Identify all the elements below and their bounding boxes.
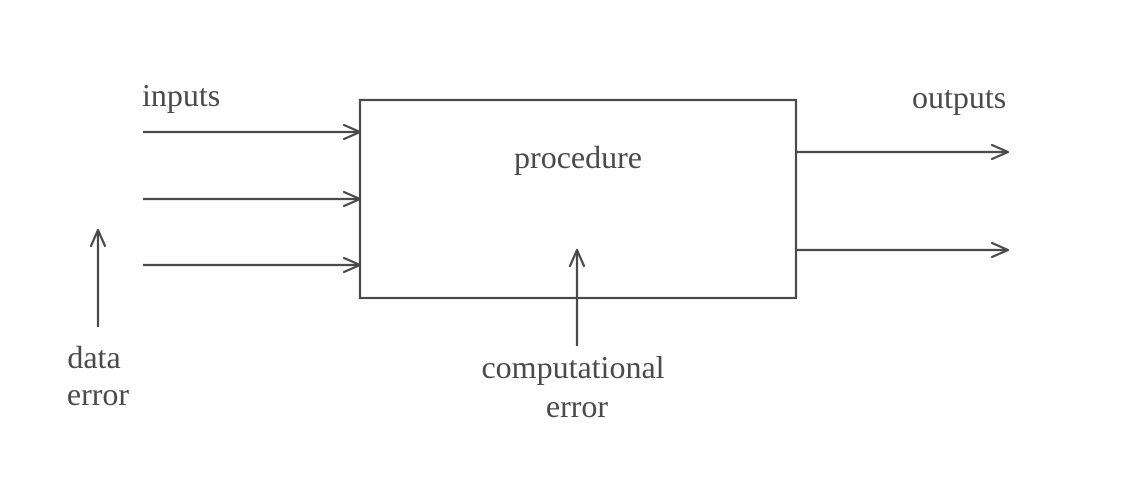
input-arrow-3: [143, 256, 362, 274]
procedure-label: procedure: [514, 139, 642, 175]
data-error-label-line-2: error: [67, 376, 130, 412]
computational-error-label: computational error: [481, 349, 672, 424]
data-error-label-line-1: data: [67, 339, 120, 375]
computational-error-arrow: [568, 248, 586, 346]
outputs-label: outputs: [912, 79, 1006, 115]
data-error-label: data error: [67, 339, 130, 412]
data-error-arrow: [89, 228, 107, 327]
input-arrow-1: [143, 123, 362, 141]
computational-error-label-line-1: computational: [481, 349, 664, 385]
output-arrow-1: [796, 143, 1010, 161]
output-arrow-2: [796, 241, 1010, 259]
computational-error-label-line-2: error: [546, 388, 609, 424]
inputs-label: inputs: [142, 77, 220, 113]
input-arrow-2: [143, 190, 362, 208]
